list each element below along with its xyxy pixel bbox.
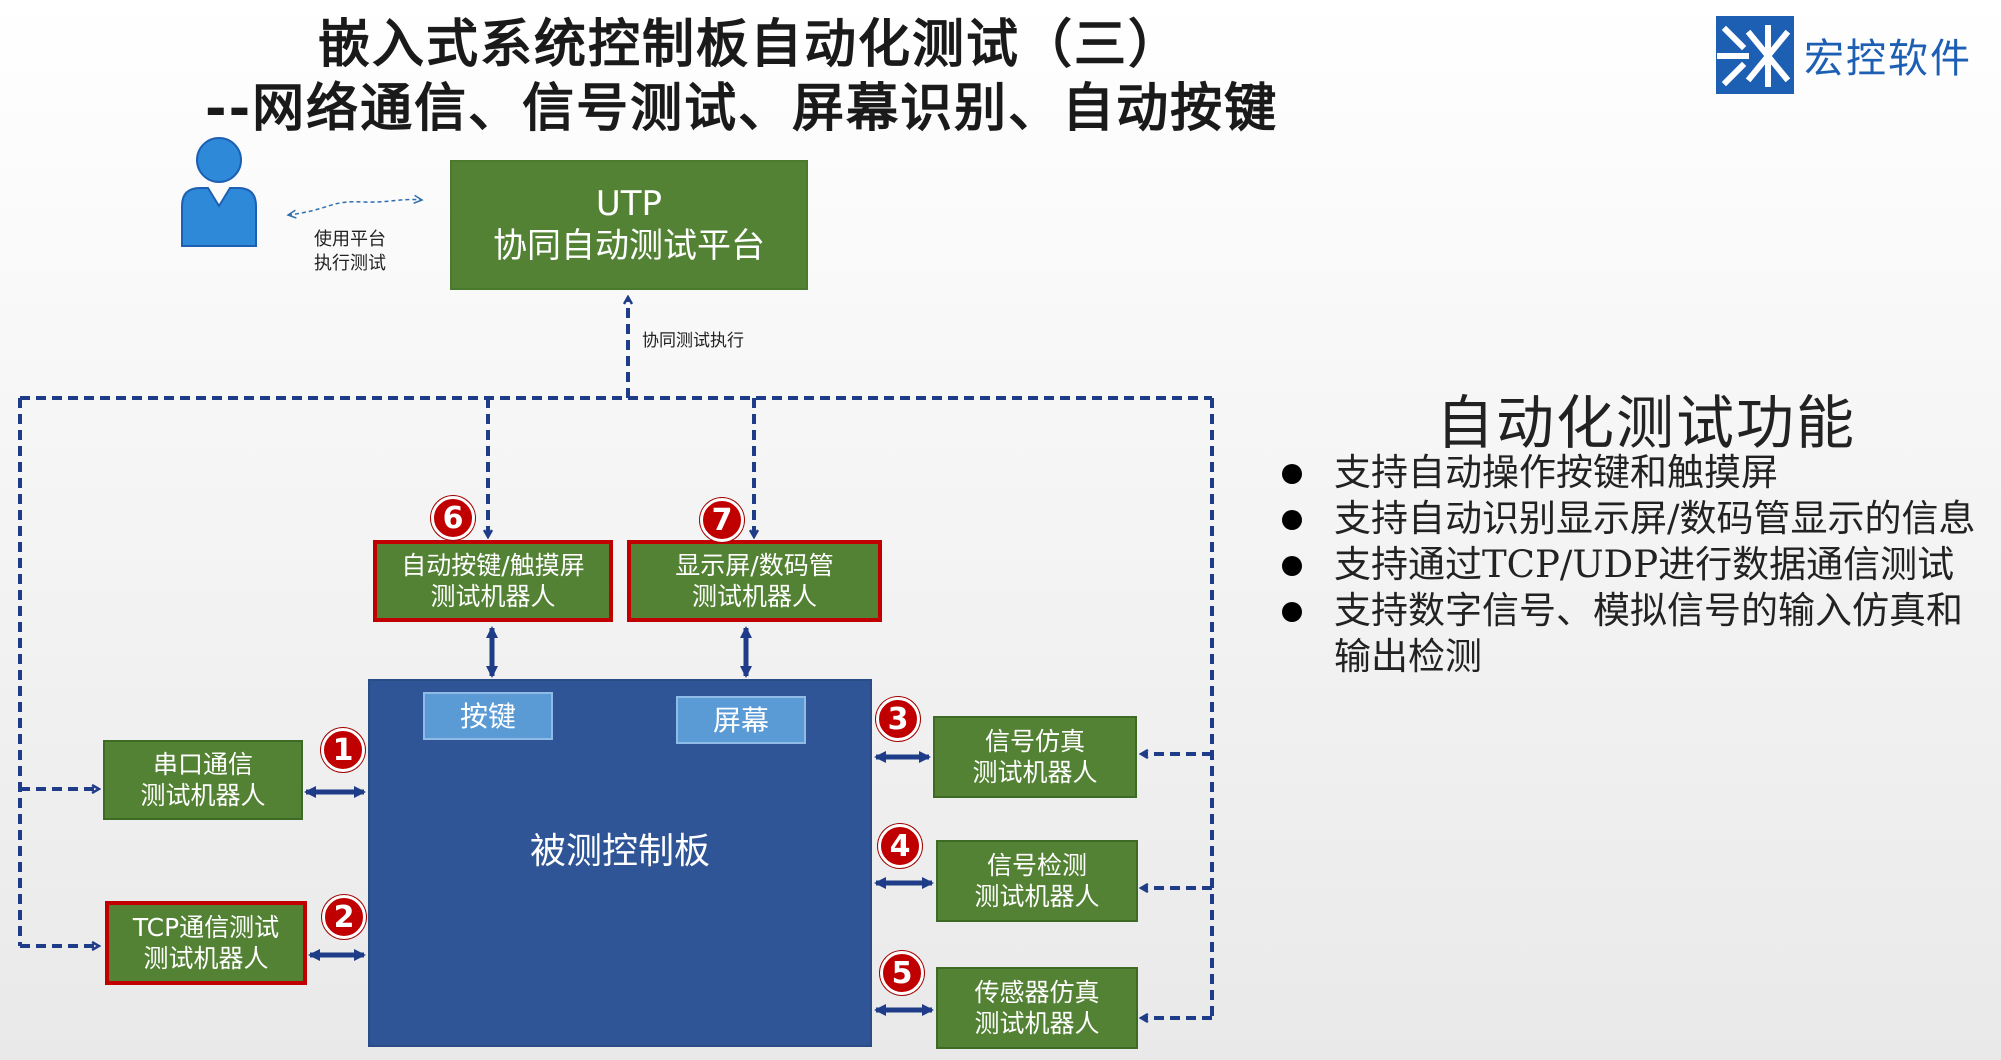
feature-item: 支持数字信号、模拟信号的输入仿真和输出检测 [1282,588,1997,680]
company-logo: 宏控软件 [1716,16,1986,94]
feature-item: 支持自动识别显示屏/数码管显示的信息 [1282,496,1997,542]
user-utp-link [288,200,422,215]
board-key-area: 按键 [423,692,553,740]
robot-7-display: 显示屏/数码管 测试机器人 [627,540,882,622]
board-screen-area: 屏幕 [676,696,806,744]
robot-7-line2: 测试机器人 [691,582,817,611]
coordination-label: 协同测试执行 [642,331,744,351]
robot-5-sensor-sim: 传感器仿真 测试机器人 [936,967,1138,1049]
robot-3-signal-sim: 信号仿真 测试机器人 [933,716,1137,798]
features-title: 自动化测试功能 [1436,389,1857,457]
features-list: 支持自动操作按键和触摸屏 支持自动识别显示屏/数码管显示的信息 支持通过TCP/… [1282,450,1997,680]
badge-1: 1 [321,728,365,772]
robot-6-line1: 自动按键/触摸屏 [401,550,585,580]
page-title: 嵌入式系统控制板自动化测试（三） [318,15,1183,75]
robot-6-line2: 测试机器人 [430,582,556,611]
badge-4: 4 [878,824,922,868]
page-subtitle: --网络通信、信号测试、屏幕识别、自动按键 [205,79,1279,139]
robot-4-signal-detect: 信号检测 测试机器人 [936,840,1138,922]
board-under-test: 被测控制板 [368,679,872,1047]
robot-1-line1: 串口通信 [152,749,253,779]
feature-item: 支持自动操作按键和触摸屏 [1282,450,1997,496]
user-link-label-2: 执行测试 [314,253,386,274]
robot-1-serial: 串口通信 测试机器人 [103,740,303,820]
robot-3-line1: 信号仿真 [984,726,1085,756]
board-label: 被测控制板 [529,831,710,872]
robot-5-line1: 传感器仿真 [974,977,1100,1007]
logo-text: 宏控软件 [1804,36,1972,82]
robot-7-line1: 显示屏/数码管 [675,550,834,580]
utp-platform-box: UTP 协同自动测试平台 [450,160,808,290]
badge-3: 3 [876,697,920,741]
robot-4-line1: 信号检测 [986,850,1087,880]
robot-1-line2: 测试机器人 [140,781,266,810]
robot-3-line2: 测试机器人 [972,758,1098,787]
badge-2: 2 [322,895,366,939]
feature-item: 支持通过TCP/UDP进行数据通信测试 [1282,542,1997,588]
robot-2-line2: 测试机器人 [143,944,269,973]
robot-2-line1: TCP通信测试 [132,912,280,942]
robot-6-key-touch: 自动按键/触摸屏 测试机器人 [373,540,613,622]
robot-4-line2: 测试机器人 [974,882,1100,911]
utp-description: 协同自动测试平台 [493,226,765,266]
bullet-icon [1282,510,1302,530]
bullet-icon [1282,556,1302,576]
user-icon [181,137,257,247]
robot-2-tcp: TCP通信测试 测试机器人 [105,901,307,985]
badge-6: 6 [431,496,475,540]
badge-7: 7 [700,498,744,542]
user-link-label-1: 使用平台 [314,229,386,250]
board-screen-label: 屏幕 [712,703,769,737]
badge-5: 5 [880,951,924,995]
robot-5-line2: 测试机器人 [974,1009,1100,1038]
bullet-icon [1282,464,1302,484]
bullet-icon [1282,602,1302,622]
utp-name: UTP [595,183,663,224]
hongkong-logo-icon [1716,16,1794,94]
board-key-label: 按键 [459,699,516,733]
